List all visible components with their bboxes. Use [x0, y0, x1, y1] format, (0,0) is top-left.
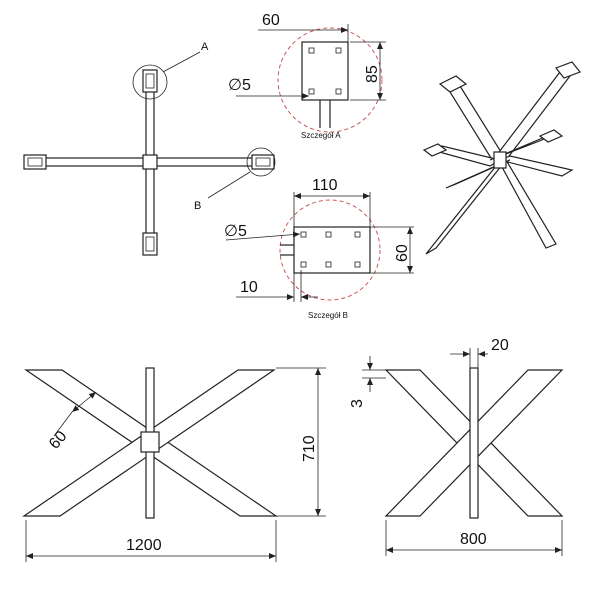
iso-top-plate-left — [438, 75, 468, 93]
front-view-height-text: 710 — [301, 435, 318, 462]
detail-b-hole — [325, 261, 332, 268]
side-view-plate-text: 3 — [349, 399, 366, 408]
detail-a-caption: Szczegół A — [301, 131, 341, 140]
top-view-plate-right — [251, 154, 275, 170]
side-view-width-text: 800 — [460, 531, 487, 548]
detail-a-hole — [308, 47, 315, 54]
iso-arm-right — [498, 155, 574, 177]
side-view-post — [469, 367, 479, 519]
detail-a-hole — [308, 88, 315, 95]
detail-b-hole-leader — [225, 231, 301, 241]
iso-leg-front-left-lower — [425, 159, 507, 255]
front-view-hub — [140, 431, 160, 453]
top-view-plate-bottom — [142, 232, 158, 256]
detail-b-hole — [325, 231, 332, 238]
isometric-view — [422, 61, 581, 255]
detail-a: 60 85 ∅5 Szczegół A — [228, 12, 386, 140]
detail-b: 110 60 ∅5 10 Szczegół B — [224, 177, 414, 320]
detail-b-height-text: 60 — [394, 244, 411, 262]
top-view-plate-left — [23, 154, 47, 170]
detail-a-hole — [335, 47, 342, 54]
detail-a-marker-circle — [132, 64, 168, 100]
top-view-plate-top — [142, 69, 158, 93]
detail-b-marker-circle — [246, 147, 276, 177]
side-view-profile-text: 20 — [491, 337, 509, 354]
detail-b-leader — [207, 171, 251, 199]
detail-b-hole-text: ∅5 — [224, 223, 247, 240]
front-view: 60 710 1200 — [22, 367, 326, 562]
top-view: A B — [23, 41, 276, 256]
front-view-profile-dim — [71, 391, 97, 413]
detail-b-label: B — [194, 200, 201, 212]
iso-leg-back-right-upper — [495, 71, 571, 161]
detail-b-hole — [354, 261, 361, 268]
detail-b-caption: Szczegół B — [308, 311, 348, 320]
detail-a-hole — [335, 88, 342, 95]
side-view: 3 20 800 — [349, 337, 564, 556]
detail-b-hole — [300, 231, 307, 238]
iso-hub — [493, 151, 507, 169]
detail-b-hole — [354, 231, 361, 238]
detail-a-height-text: 85 — [364, 65, 381, 83]
iso-plate-left — [422, 143, 448, 157]
detail-a-width-text: 60 — [262, 12, 280, 29]
detail-a-plate — [301, 41, 349, 101]
front-view-profile-text: 60 — [46, 428, 71, 453]
detail-b-offset-text: 10 — [240, 279, 258, 296]
front-view-length-text: 1200 — [126, 537, 162, 554]
iso-top-plate-right — [555, 61, 581, 79]
detail-b-circle — [279, 199, 381, 301]
detail-b-hole — [300, 261, 307, 268]
detail-b-width-text: 110 — [312, 177, 338, 194]
detail-a-label: A — [201, 41, 209, 53]
iso-plate-back — [538, 129, 564, 143]
detail-b-plate — [293, 226, 371, 274]
detail-a-leader — [162, 51, 201, 73]
top-view-hub — [142, 154, 158, 170]
detail-a-hole-text: ∅5 — [228, 77, 251, 94]
